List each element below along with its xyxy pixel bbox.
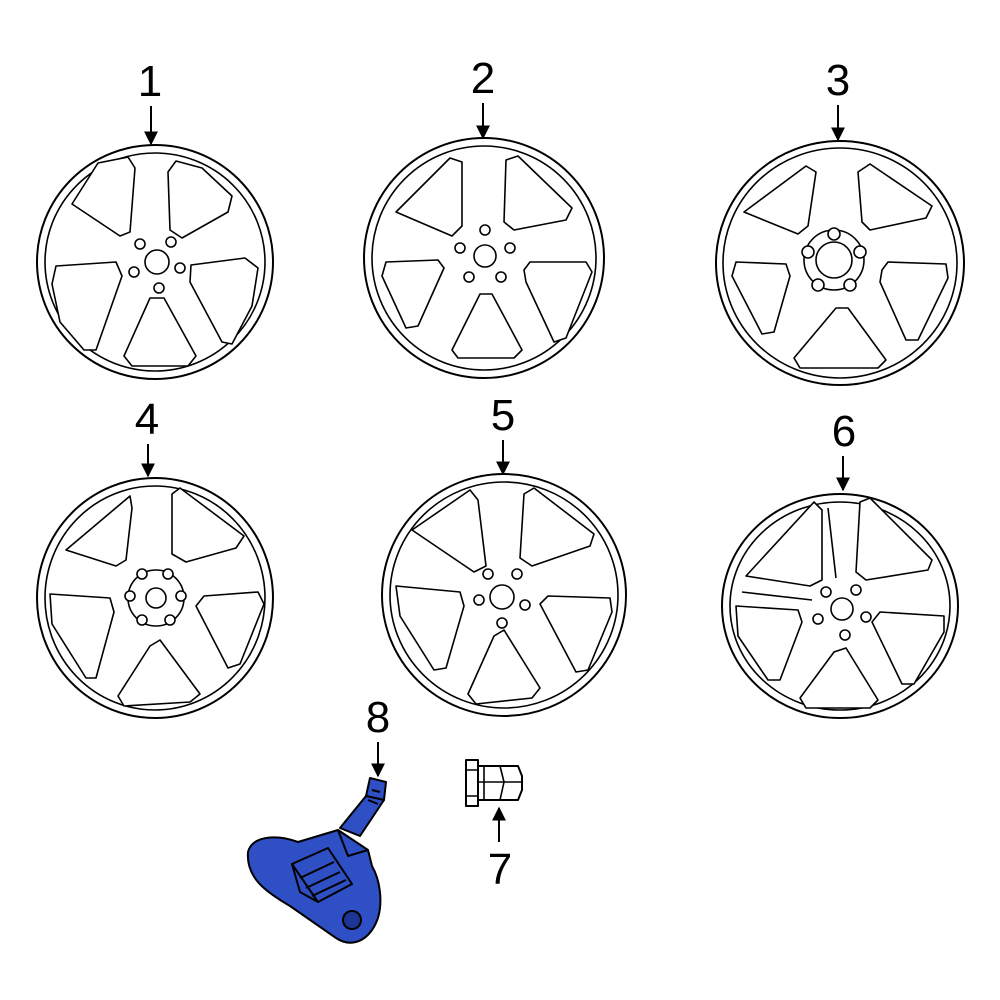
wheel-3[interactable]: 3 [715,56,965,386]
callout-4: 4 [135,395,159,444]
wheel-5[interactable]: 5 [381,391,627,717]
wheel-5-rim [381,473,627,717]
callout-6: 6 [832,407,856,456]
lug-nut-icon [465,759,523,807]
wheel-4[interactable]: 4 [36,395,274,719]
wheel-4-rim [36,477,274,719]
callout-7: 7 [488,845,512,894]
wheel-6[interactable]: 6 [721,407,959,719]
tire-pressure-sensor-icon [246,777,387,944]
wheel-3-rim [715,140,965,386]
callout-8: 8 [366,693,390,742]
tire-pressure-sensor[interactable]: 8 [246,693,390,944]
wheel-2-rim [363,137,605,379]
wheel-2[interactable]: 2 [363,54,605,379]
wheel-1[interactable]: 1 [36,57,274,380]
callout-5: 5 [491,391,515,440]
wheel-1-rim [36,144,274,380]
callout-3: 3 [826,56,850,105]
callout-1: 1 [138,57,162,106]
callout-2: 2 [471,54,495,103]
lug-nut[interactable]: 7 [465,759,523,894]
wheel-6-rim [721,493,959,719]
